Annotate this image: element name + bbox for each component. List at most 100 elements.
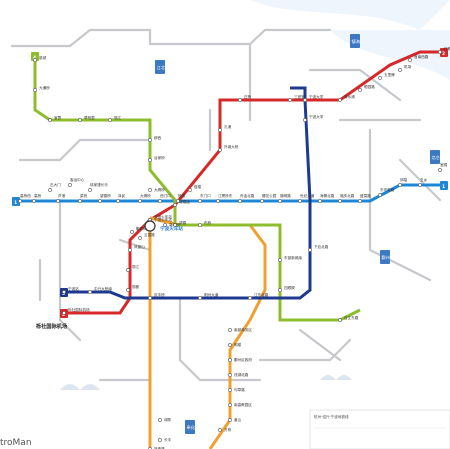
station-marker[interactable] (438, 168, 442, 172)
station-marker[interactable] (32, 199, 36, 203)
station-marker[interactable] (78, 199, 82, 203)
station-marker[interactable] (228, 403, 232, 407)
station-marker[interactable] (338, 199, 342, 203)
station-marker[interactable] (228, 373, 232, 377)
station-line2-6[interactable]: 鄞奉码头 (130, 226, 151, 234)
station-marker[interactable] (33, 58, 37, 62)
station-line5-1[interactable]: 中兴大桥南 (88, 286, 112, 294)
station-line2-8[interactable]: 城隍庙 (173, 199, 190, 207)
station-line3-6[interactable]: 钱湖北路 (228, 372, 249, 377)
station-marker[interactable] (338, 98, 342, 102)
station-marker[interactable] (158, 418, 162, 422)
station-line1-13[interactable]: 福明路 (278, 193, 291, 203)
station-line1-1[interactable]: 高桥 (32, 193, 42, 203)
station-line2-5[interactable]: 云霞路 (138, 232, 155, 240)
station-line4-11[interactable]: 百丈东路 (338, 315, 359, 322)
station-marker[interactable] (68, 183, 72, 187)
station-line2-12[interactable]: 三官堂 (288, 94, 305, 102)
station-line1-21[interactable]: 宝幢 (438, 162, 448, 172)
station-line4-1[interactable]: 大通桥 (33, 85, 50, 92)
station-marker[interactable] (218, 128, 222, 132)
station-line3-4[interactable]: 明楼 (228, 342, 242, 347)
station-line1-23[interactable]: 徐家漕长乐 (88, 182, 108, 192)
station-line3-8[interactable]: 南高教园区 (228, 402, 252, 407)
station-marker[interactable] (278, 258, 282, 262)
station-marker[interactable] (298, 199, 302, 203)
station-marker[interactable] (198, 223, 202, 227)
station-line4-9[interactable]: 东部新城南 (278, 255, 302, 262)
station-marker[interactable] (198, 199, 202, 203)
station-marker[interactable] (173, 203, 177, 207)
station-marker[interactable] (318, 199, 322, 203)
station-line2-17[interactable]: 五里牌 (378, 72, 395, 80)
station-marker[interactable] (126, 288, 130, 292)
station-line1-2[interactable]: 芦港 (56, 193, 66, 203)
hub-station[interactable]: 宁波火车站 (144, 220, 183, 232)
station-marker[interactable] (378, 76, 382, 80)
station-marker[interactable] (88, 290, 92, 294)
station-line5-5[interactable]: 宁波大学 (303, 114, 324, 122)
station-marker[interactable] (228, 418, 232, 422)
station-marker[interactable] (176, 199, 180, 203)
station-line4-7[interactable]: 望春 (173, 220, 187, 227)
station-marker[interactable] (98, 199, 102, 203)
station-line1-6[interactable]: 大卿桥 (138, 193, 151, 203)
station-line2-10[interactable]: 外滩大桥 (218, 144, 239, 152)
station-marker[interactable] (238, 199, 242, 203)
station-marker[interactable] (173, 223, 177, 227)
station-line2-14[interactable]: 庄桥 (238, 94, 252, 102)
station-line4-10[interactable]: 四眼碶 (278, 285, 295, 292)
station-line5-2[interactable]: 庆丰桥 (148, 292, 165, 300)
station-marker[interactable] (218, 428, 222, 432)
station-line2-18[interactable]: 机场 (398, 64, 412, 72)
station-line3-11[interactable]: 胡陈 (158, 417, 172, 422)
station-line1-22[interactable]: 客运中心 (68, 177, 85, 187)
station-line1-4[interactable]: 望春桥 (98, 193, 111, 203)
station-line2-4[interactable]: 凤凰山 (128, 244, 145, 252)
station-marker[interactable] (33, 88, 37, 92)
station-marker[interactable] (216, 199, 220, 203)
station-line5-6[interactable]: 下应北路 (308, 244, 329, 252)
station-marker[interactable] (228, 358, 232, 362)
station-line4-4[interactable]: 丽江 (108, 115, 122, 122)
station-line2-15[interactable]: 清水浦 (338, 94, 355, 102)
station-marker[interactable] (56, 199, 60, 203)
station-marker[interactable] (138, 236, 142, 240)
station-line4-5[interactable]: 柳西 (148, 135, 162, 142)
station-marker[interactable] (148, 188, 152, 192)
station-line1-0[interactable]: 高桥西 (18, 193, 31, 203)
station-line4-0[interactable]: 慈城 (33, 55, 47, 62)
station-marker[interactable] (130, 230, 134, 234)
station-line1-9[interactable]: 东门口 (198, 193, 211, 203)
station-marker[interactable] (398, 68, 402, 72)
station-marker[interactable] (358, 199, 362, 203)
station-line2-9[interactable]: 鼓楼 (188, 184, 202, 192)
station-marker[interactable] (228, 328, 232, 332)
station-line1-11[interactable]: 舟孟北路 (238, 193, 255, 203)
station-line3-12[interactable]: 长丰 (158, 437, 172, 442)
station-marker[interactable] (338, 318, 342, 322)
station-line1-17[interactable]: 盛莫路 (358, 193, 371, 203)
station-marker[interactable] (108, 118, 112, 122)
station-marker[interactable] (238, 98, 242, 102)
station-line1-19[interactable]: 邱隘 (398, 177, 408, 187)
station-line4-6[interactable]: 谷家桥 (148, 155, 165, 162)
station-marker[interactable] (418, 183, 422, 187)
station-line1-12[interactable]: 樱花公园 (260, 193, 277, 203)
station-line4-2[interactable]: 宝菁 (48, 115, 62, 122)
station-marker[interactable] (158, 438, 162, 442)
station-marker[interactable] (308, 248, 312, 252)
station-line5-4[interactable]: 江东北路 (248, 292, 269, 300)
station-line5-0[interactable]: 宁波站 (62, 286, 79, 294)
station-marker[interactable] (148, 138, 152, 142)
station-marker[interactable] (288, 98, 292, 102)
station-marker[interactable] (378, 193, 382, 197)
station-line1-15[interactable]: 海晏北路 (318, 193, 335, 203)
station-line3-3[interactable]: 南部商务区 (228, 327, 252, 332)
station-marker[interactable] (128, 248, 132, 252)
station-marker[interactable] (260, 199, 264, 203)
station-marker[interactable] (148, 158, 152, 162)
station-line3-5[interactable]: 鄞州区政府 (228, 357, 252, 362)
station-marker[interactable] (358, 88, 362, 92)
station-marker[interactable] (148, 296, 152, 300)
